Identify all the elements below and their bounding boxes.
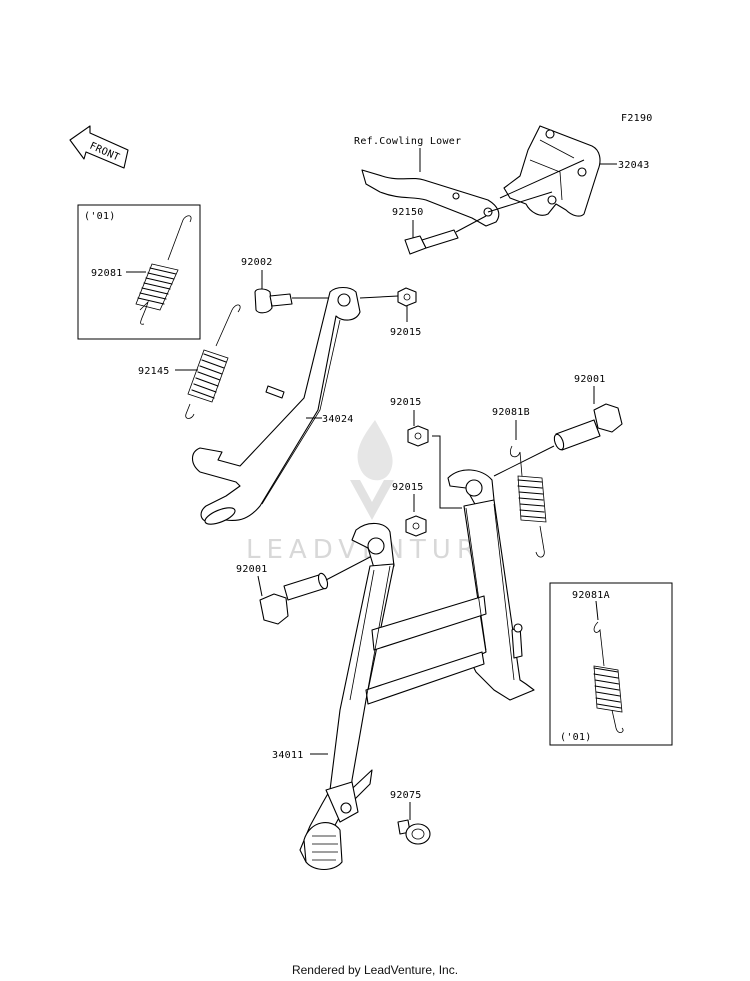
callout-92001-left: 92001	[236, 564, 268, 575]
inset-note-lower: ('01)	[560, 732, 592, 743]
stopper-92075: 92075	[390, 790, 431, 845]
front-arrow-icon	[69, 125, 129, 169]
cowling-bracket: Ref.Cowling Lower	[354, 136, 500, 227]
callout-34024: 34024	[322, 414, 354, 425]
nut-92015-mid: 92015	[390, 397, 462, 509]
callout-92081a: 92081A	[572, 590, 610, 601]
callout-92150: 92150	[392, 207, 424, 218]
footer-credit: Rendered by LeadVenture, Inc.	[291, 963, 459, 977]
spring-92145: 92145	[138, 304, 241, 419]
main-stand-34011: 34011	[272, 469, 535, 871]
callout-92075: 92075	[390, 790, 422, 801]
callout-32043: 32043	[618, 160, 650, 171]
callout-92001-right: 92001	[574, 374, 606, 385]
inset-box-upper-left: ('01) 92081	[77, 204, 201, 340]
front-arrow: FRONT	[69, 125, 129, 169]
bolt-92001-left: 92001	[236, 555, 373, 625]
callout-ref-cowling-lower: Ref.Cowling Lower	[354, 136, 461, 147]
inset-box-lower-right: 92081A ('01)	[549, 582, 673, 746]
callout-92015-low: 92015	[392, 482, 424, 493]
spring-icon	[593, 621, 624, 733]
callout-92145: 92145	[138, 366, 170, 377]
bolt-92150: 92150	[392, 207, 487, 255]
nut-92015-top: 92015	[359, 287, 422, 338]
figure-code: F2190	[621, 113, 653, 124]
callout-92002: 92002	[241, 257, 273, 268]
spring-92081b: 92081B	[492, 407, 547, 558]
callout-92015-top: 92015	[390, 327, 422, 338]
callout-92081b: 92081B	[492, 407, 530, 418]
inset-note: ('01)	[84, 211, 116, 222]
bolt-92001-right: 92001	[493, 374, 623, 477]
watermark-v-icon	[350, 480, 394, 520]
spring-icon	[135, 215, 192, 325]
side-stand-34024: 34024	[191, 286, 361, 525]
watermark-logo-icon	[357, 420, 393, 481]
bracket-32043: 32043	[503, 125, 650, 217]
nut-92015-low: 92015	[392, 482, 427, 537]
callout-92081: 92081	[91, 268, 123, 279]
callout-92015-mid: 92015	[390, 397, 422, 408]
bolt-92002: 92002	[241, 257, 330, 314]
callout-34011: 34011	[272, 750, 304, 761]
